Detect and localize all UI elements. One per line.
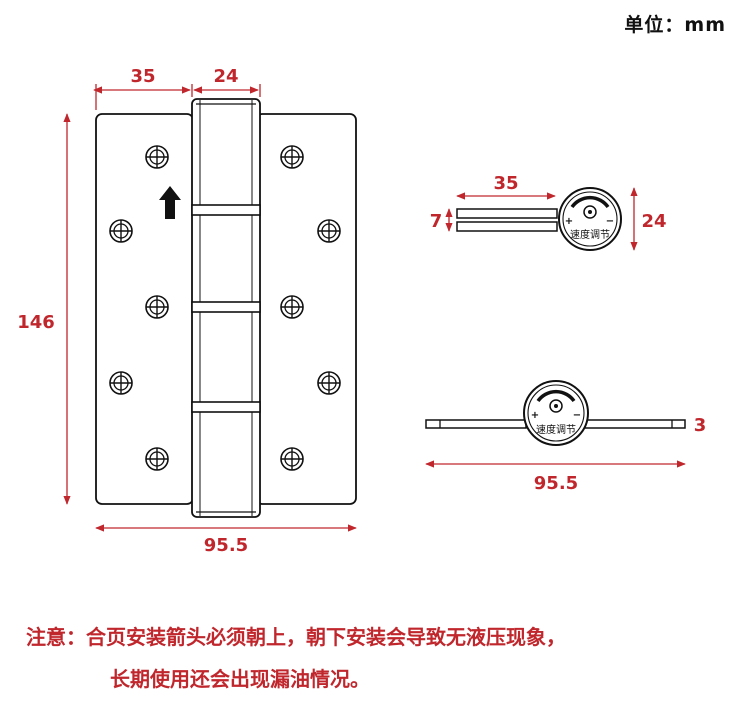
knob-plus-label: + — [565, 216, 573, 227]
knuckle-joints — [191, 204, 261, 413]
screw-icon — [280, 447, 304, 471]
screw-icon — [280, 145, 304, 169]
knob-plus-label: + — [531, 410, 539, 421]
right-leaf — [255, 113, 357, 505]
dim-side — [445, 187, 638, 251]
screw-icon — [145, 447, 169, 471]
speed-adjust-label: 速度调节 — [570, 228, 610, 241]
screw-icon — [145, 295, 169, 319]
hinge-side-view-open: + − 速度调节 — [425, 380, 686, 446]
screw-icon — [109, 219, 133, 243]
note-line-2: 长期使用还会出现漏油情况。 — [110, 667, 370, 691]
dim-label-top-left: 35 — [130, 66, 155, 87]
note-line-1: 合页安装箭头必须朝上，朝下安装会导致无液压现象， — [86, 625, 566, 649]
dim-label-height: 146 — [17, 312, 55, 333]
speed-adjust-label: 速度调节 — [536, 423, 576, 436]
screw-icon — [317, 219, 341, 243]
screw-icon — [280, 295, 304, 319]
hinge-side-view-closed: + − 速度调节 — [456, 187, 622, 251]
up-arrow-icon — [159, 186, 181, 219]
installation-note: 注意：合页安装箭头必须朝上，朝下安装会导致无液压现象， 长期使用还会出现漏油情况… — [26, 616, 741, 700]
dim-label-open-width: 95.5 — [534, 473, 578, 494]
knob-minus-label: − — [573, 410, 581, 421]
screw-icon — [145, 145, 169, 169]
dim-label-open-thickness: 3 — [694, 415, 707, 436]
dim-label-bottom: 95.5 — [204, 535, 248, 556]
unit-label: 单位：mm — [624, 14, 726, 36]
knob-minus-label: − — [606, 216, 614, 227]
dim-label-side-gap: 7 — [430, 211, 443, 232]
screw-icon — [109, 371, 133, 395]
hinge-front-view — [95, 98, 357, 518]
dim-top — [93, 84, 261, 110]
note-prefix: 注意： — [26, 625, 86, 649]
screw-icon — [317, 371, 341, 395]
dim-label-side-leaf: 35 — [493, 173, 518, 194]
dim-label-side-knob: 24 — [641, 211, 666, 232]
left-leaf — [95, 113, 194, 505]
dim-label-top-knuckle: 24 — [213, 66, 238, 87]
